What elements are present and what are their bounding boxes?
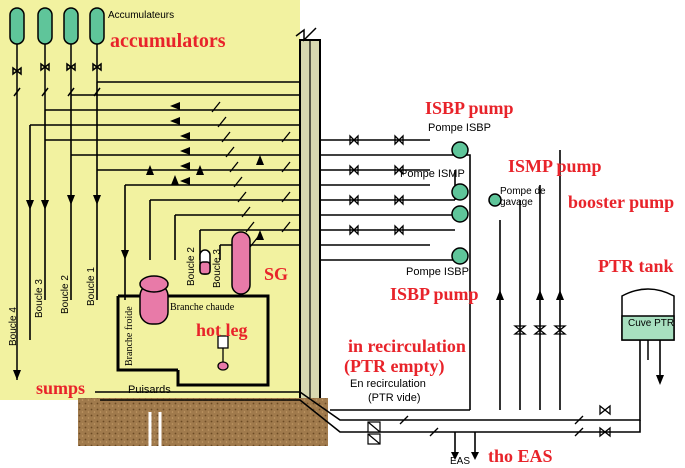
branche-chaude-label: Branche chaude [170, 302, 235, 313]
sumps-label: sumps [36, 378, 86, 398]
steam-generator [199, 231, 251, 295]
booster-pump [488, 193, 502, 207]
tho-eas-label: tho EAS [488, 446, 553, 466]
eas-label: EAS [450, 456, 471, 467]
reactor-vessel [139, 275, 169, 325]
pompe-isbp-bottom-label: Pompe ISBP [406, 266, 469, 278]
reactor-loop [118, 294, 270, 387]
branche-froide-label: Branche froide [124, 306, 135, 366]
isbp-pump-top-label: ISBP pump [425, 98, 514, 118]
in-recirculation-label: in recirculation [348, 336, 466, 356]
isbp-pump-bottom-label: ISBP pump [390, 284, 479, 304]
accumulator-2 [37, 7, 53, 45]
boucle-2-label: Boucle 2 [60, 275, 71, 314]
accumulator-1 [9, 7, 25, 45]
boucle-3-sg-label: Boucle 3 [212, 249, 223, 288]
ismp-pump [451, 183, 469, 201]
cuve-ptr-label: Cuve PTR [628, 318, 675, 329]
isbp-pump-top [451, 141, 469, 159]
ismp-pump-2 [451, 205, 469, 223]
accumulators-group [9, 7, 105, 45]
accumulator-4 [89, 7, 105, 45]
boucle-2-sg-label: Boucle 2 [186, 247, 197, 286]
ptr-vide-label: (PTR vide) [368, 392, 421, 404]
accumulator-3 [63, 7, 79, 45]
accumulateurs-label: Accumulateurs [108, 10, 175, 21]
ptr-tank-label: PTR tank [598, 256, 674, 276]
ptr-empty-label: (PTR empty) [344, 356, 445, 376]
pompe-isbp-top-label: Pompe ISBP [428, 122, 491, 134]
hot-leg-label: hot leg [196, 320, 248, 340]
sg-label: SG [264, 264, 289, 284]
pompe-de-gavage-label: Pompe de gavage [500, 186, 546, 208]
accumulators-label: accumulators [110, 30, 226, 52]
pompe-ismp-label: Pompe ISMP [400, 168, 465, 180]
boucle-1-label: Boucle 1 [86, 267, 97, 306]
sump-ground [78, 398, 328, 446]
boucle-4-label: Boucle 4 [8, 307, 19, 346]
boucle-3-label: Boucle 3 [34, 279, 45, 318]
ptr-tank [621, 288, 675, 360]
puisards-label: Puisards [128, 384, 171, 396]
isbp-pump-bottom [451, 247, 469, 265]
en-recirculation-label: En recirculation [350, 378, 426, 390]
booster-pump-label: booster pump [568, 192, 675, 212]
ismp-pump-label: ISMP pump [508, 156, 602, 176]
pumps [451, 141, 502, 265]
